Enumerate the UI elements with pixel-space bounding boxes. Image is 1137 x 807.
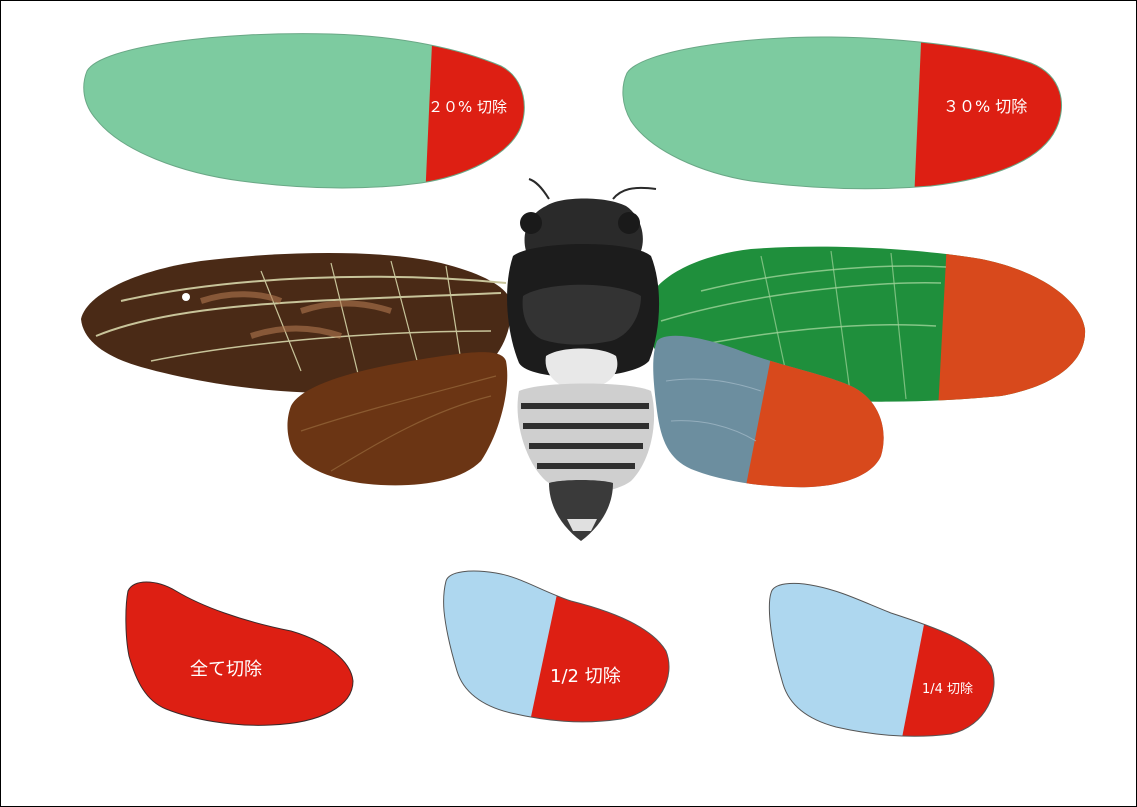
overlay-forewing-removed (938, 241, 1091, 411)
wing-spot (182, 293, 190, 301)
hindwing-all-label: 全て切除 (190, 659, 262, 680)
hindwing-half-label: 1/2 切除 (550, 666, 621, 687)
hindwing-removed-part (528, 561, 681, 731)
hindwing-removed-part (111, 566, 371, 741)
hindwing-quarter-label: 1/4 切除 (922, 682, 973, 697)
cicada-body (507, 199, 659, 542)
cicada-specimen-icon (81, 179, 1091, 541)
forewing-20-percent-cut: ２０% 切除 (61, 21, 541, 201)
forewing-20-label: ２０% 切除 (428, 98, 507, 116)
forewing-30-percent-cut: ３０% 切除 (601, 21, 1081, 201)
hindwing-all-cut: 全て切除 (111, 566, 371, 741)
hindwing-quarter-cut: 1/4 切除 (756, 573, 1006, 743)
forewing-30-label: ３０% 切除 (943, 97, 1027, 116)
hindwing-half-cut: 1/2 切除 (431, 561, 681, 731)
